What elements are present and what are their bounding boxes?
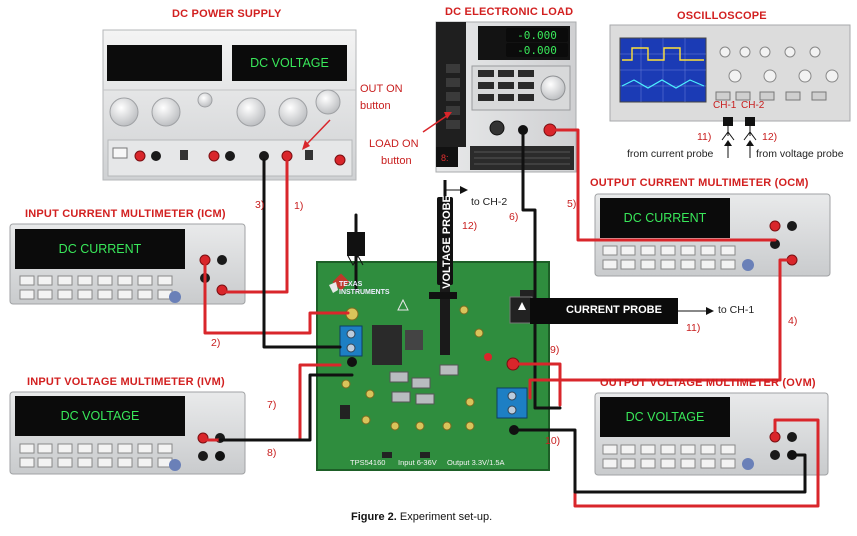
step-12-oscilloscope: 12)	[762, 131, 778, 143]
title-dc-electronic-load: DC ELECTRONIC LOAD	[445, 6, 574, 18]
title-dc-power-supply: DC POWER SUPPLY	[172, 8, 282, 20]
load-display-bottom: -0.000	[506, 43, 568, 57]
power-supply-left-display	[107, 45, 222, 81]
title-input-current-multimeter: INPUT CURRENT MULTIMETER (ICM)	[25, 208, 226, 220]
out-on-label-line1: OUT ON	[360, 83, 403, 95]
load-on-label-line2: button	[381, 155, 412, 167]
step-11-oscilloscope: 11)	[697, 131, 712, 143]
step-5: 5)	[567, 198, 577, 210]
from-current-probe-label: from current probe	[627, 148, 714, 160]
power-supply-display: DC VOLTAGE	[232, 45, 347, 81]
svg-text:8:: 8:	[441, 153, 449, 163]
voltage-probe	[429, 180, 468, 355]
ch2-label: CH-2	[741, 100, 765, 111]
ch1-label: CH-1	[713, 100, 737, 111]
out-on-label-line2: button	[360, 100, 391, 112]
from-voltage-probe-label: from voltage probe	[756, 148, 844, 160]
step-7: 7)	[267, 399, 277, 411]
load-display-top: -0.000	[506, 28, 568, 42]
title-oscilloscope: OSCILLOSCOPE	[677, 10, 767, 22]
board-logo-line2: INSTRUMENTS	[339, 289, 390, 296]
power-supply-terminals	[134, 150, 346, 166]
title-input-voltage-multimeter: INPUT VOLTAGE MULTIMETER (IVM)	[27, 376, 225, 388]
wiring	[201, 128, 820, 508]
voltage-probe-label: VOLTAGE PROBE	[441, 195, 453, 289]
step-3: 3)	[255, 199, 265, 211]
figure-caption: Figure 2. Experiment set-up.	[351, 511, 492, 523]
ovm-display: DC VOLTAGE	[600, 397, 730, 437]
board-model: TPS54160	[350, 458, 386, 467]
board-input-rating: Input 6-36V	[398, 458, 437, 467]
step-4: 4)	[788, 315, 798, 327]
step-1: 1)	[294, 200, 304, 212]
ocm-display: DC CURRENT	[600, 198, 730, 238]
to-ch1-label: to CH-1	[718, 304, 755, 316]
board-output-rating: Output 3.3V/1.5A	[447, 458, 505, 467]
step-9: 9)	[550, 344, 560, 356]
title-output-voltage-multimeter: OUTPUT VOLTAGE MULTIMETER (OVM)	[600, 377, 816, 389]
power-supply-knobs	[109, 89, 341, 127]
figure-caption-text: Experiment set-up.	[396, 511, 493, 523]
title-output-current-multimeter: OUTPUT CURRENT MULTIMETER (OCM)	[590, 177, 809, 189]
step-12-voltage-probe: 12)	[462, 220, 478, 232]
step-10: 10)	[545, 435, 561, 447]
step-8: 8)	[267, 447, 277, 459]
step-11-current-probe: 11)	[686, 322, 701, 334]
figure-number: Figure 2.	[351, 511, 397, 523]
step-2: 2)	[211, 337, 221, 349]
ivm-display: DC VOLTAGE	[15, 396, 185, 436]
to-ch2-label: to CH-2	[471, 196, 508, 208]
oscilloscope	[609, 24, 851, 158]
icm-display: DC CURRENT	[15, 229, 185, 269]
step-6: 6)	[509, 211, 519, 223]
callout-arrows	[302, 112, 452, 150]
current-probe-label: CURRENT PROBE	[566, 304, 662, 316]
current-probe	[347, 232, 714, 324]
load-on-label-line1: LOAD ON	[369, 138, 419, 150]
board-logo-line1: TEXAS	[339, 281, 363, 288]
